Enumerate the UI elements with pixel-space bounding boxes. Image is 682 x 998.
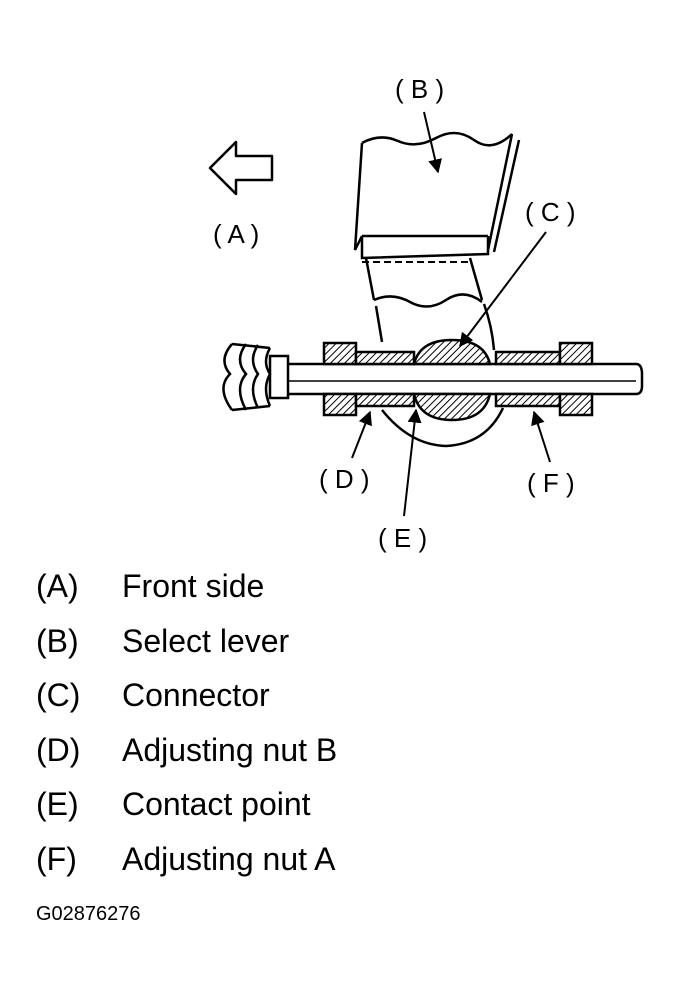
cable-boot <box>222 342 290 412</box>
callout-e: ( E ) <box>378 523 427 553</box>
select-lever-diagram: ( A ) ( B ) ( C ) ( D ) ( E ) ( F ) <box>208 74 644 553</box>
legend-code: (F) <box>36 840 77 877</box>
leader-lines <box>351 111 551 517</box>
leader-e <box>403 408 422 517</box>
adjusting-nut-b <box>322 341 416 417</box>
legend-code: (C) <box>36 677 81 713</box>
legend-list: (A) Front side (B) Select lever (C) Conn… <box>36 560 337 887</box>
legend-item: (B) Select lever <box>36 615 337 670</box>
leader-d <box>351 410 372 459</box>
legend-item: (D) Adjusting nut B <box>36 724 337 779</box>
legend-code: (B) <box>36 622 79 659</box>
callout-c: ( C ) <box>525 197 576 227</box>
legend-item: (C) Connector <box>36 669 337 724</box>
legend-text: Front side <box>122 568 265 604</box>
select-lever-shape <box>353 131 521 351</box>
connector-ball <box>412 338 492 422</box>
legend-item: (A) Front side <box>36 560 337 615</box>
legend-code: (D) <box>36 731 81 768</box>
legend-code: (A) <box>36 568 79 604</box>
callout-a: ( A ) <box>213 219 259 249</box>
cable-rod <box>288 362 644 396</box>
legend-item: (E) Contact point <box>36 778 337 833</box>
legend-text: Adjusting nut A <box>122 840 336 877</box>
leader-f <box>531 410 551 463</box>
callout-b: ( B ) <box>395 74 444 104</box>
legend-text: Connector <box>122 677 270 713</box>
callout-f: ( F ) <box>527 468 575 498</box>
leader-b <box>423 111 442 174</box>
legend-text: Select lever <box>122 622 290 659</box>
callout-d: ( D ) <box>319 464 370 494</box>
legend-item: (F) Adjusting nut A <box>36 833 337 888</box>
arrow-left-icon <box>208 140 274 196</box>
legend-text: Adjusting nut B <box>122 731 338 768</box>
legend-code: (E) <box>36 786 79 822</box>
lever-pivot-body <box>381 407 505 448</box>
leader-c <box>459 231 547 348</box>
adjusting-nut-a <box>494 341 594 417</box>
figure-id: G02876276 <box>36 903 141 925</box>
legend-text: Contact point <box>122 786 311 822</box>
